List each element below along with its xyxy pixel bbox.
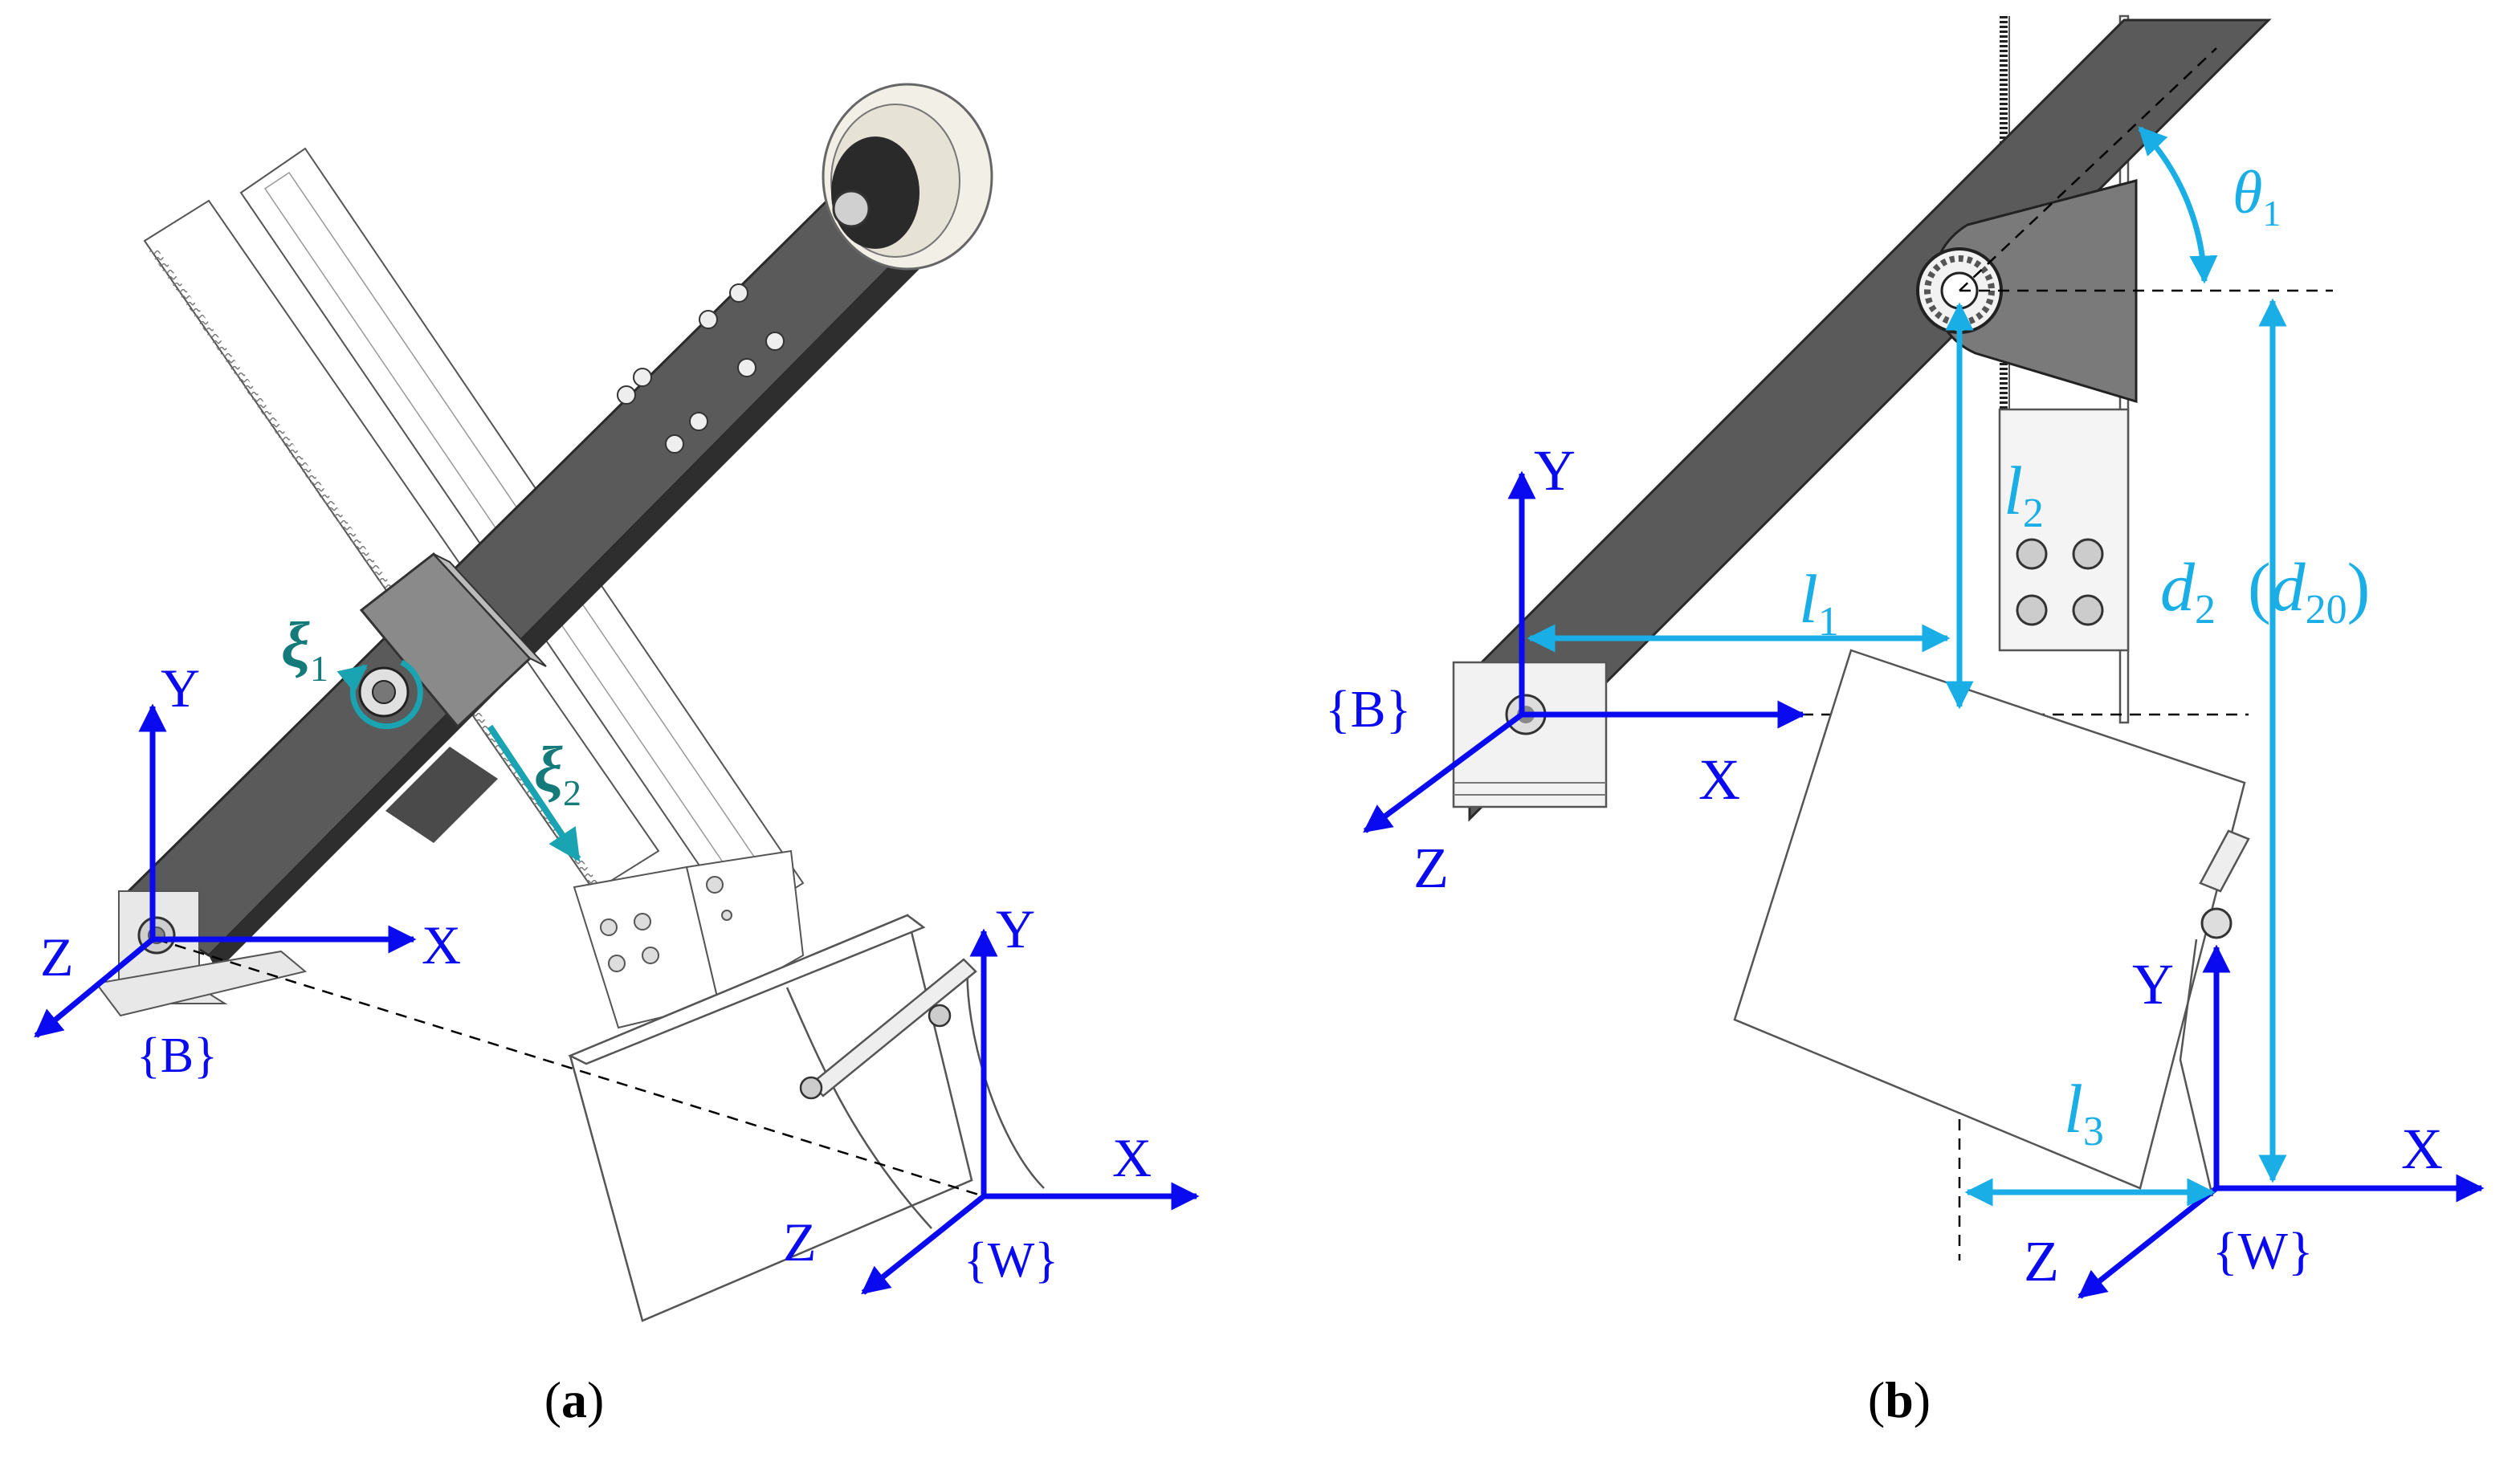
theta1-arc-arrow xyxy=(2138,126,2218,284)
world-frame-a-name: {W} xyxy=(964,1233,1058,1288)
base-frame-a-z-label: Z xyxy=(40,926,74,988)
theta1-subscript: 1 xyxy=(2262,193,2281,234)
base-frame-b-y-label: Y xyxy=(1534,438,1576,503)
d2-subscript: 2 xyxy=(2195,587,2216,633)
xi1-subscript: 1 xyxy=(310,648,328,689)
xi2-label: ξ2 xyxy=(534,735,581,813)
arm-axis-dashed-line xyxy=(1959,47,2217,291)
world-frame-a-x-label: X xyxy=(1112,1127,1152,1188)
panel-b: X Y Z {B} X Y Z {W} θ1 l1 xyxy=(1325,14,2485,1428)
d20-subscript: 20 xyxy=(2306,587,2347,633)
base-frame-a-y-label: Y xyxy=(161,658,200,719)
pulley xyxy=(822,83,993,271)
base-frame-b-z-label: Z xyxy=(1413,836,1449,900)
base-frame-b-z-axis xyxy=(1363,712,1524,833)
panel-a: X Y Z {B} X Y Z {W} ξ1 ξ2 (a) xyxy=(34,83,1200,1428)
panel-a-label: (a) xyxy=(544,1371,605,1428)
l1-symbol: l xyxy=(1799,560,1818,637)
world-frame-b-z-label: Z xyxy=(2024,1229,2059,1293)
bucket-b xyxy=(1733,649,2250,1197)
l3-symbol: l xyxy=(2064,1070,2083,1147)
b-to-w-dashed-line xyxy=(156,938,985,1198)
l2-subscript: 2 xyxy=(2023,491,2044,536)
world-frame-a-y-label: Y xyxy=(996,898,1035,959)
world-frame-b: X Y Z {W} xyxy=(2024,944,2485,1299)
theta1-symbol: θ xyxy=(2233,159,2262,226)
d2-symbol: d xyxy=(2160,548,2196,625)
l1-label: l1 xyxy=(1799,560,1839,645)
world-frame-a: X Y Z {W} xyxy=(783,898,1200,1295)
xi1-rotation-arrow xyxy=(336,659,423,730)
xi2-symbol: ξ xyxy=(534,735,563,805)
world-frame-b-x-label: X xyxy=(2401,1117,2443,1181)
bucket xyxy=(567,914,1045,1322)
base-frame-a: X Y Z {B} xyxy=(34,658,461,1083)
world-frame-b-y-label: Y xyxy=(2132,952,2174,1016)
d2-open-paren: ( xyxy=(2248,548,2271,625)
l3-label: l3 xyxy=(2064,1070,2104,1154)
base-frame-a-name: {B} xyxy=(137,1028,218,1083)
d20-symbol: d xyxy=(2271,548,2306,625)
world-frame-b-name: {W} xyxy=(2212,1222,2314,1281)
lower-bracket xyxy=(573,849,805,1029)
base-frame-b: X Y Z {B} xyxy=(1325,438,1806,900)
l1-subscript: 1 xyxy=(1818,599,1839,645)
world-frame-b-z-axis xyxy=(2078,1186,2219,1299)
base-frame-b-x-label: X xyxy=(1698,747,1740,812)
panel-b-label: (b) xyxy=(1868,1371,1931,1428)
xi1-label: ξ1 xyxy=(281,610,328,689)
l2-label: l2 xyxy=(2004,452,2044,536)
theta1-label: θ1 xyxy=(2233,159,2281,234)
world-frame-a-z-axis xyxy=(861,1194,986,1295)
base-frame-b-name: {B} xyxy=(1325,680,1411,739)
arm-bolts xyxy=(617,283,785,454)
xi2-subscript: 2 xyxy=(563,772,581,813)
xi2-translation-arrow xyxy=(487,724,581,862)
base-frame-a-x-label: X xyxy=(422,914,461,975)
l3-subscript: 3 xyxy=(2083,1109,2104,1154)
pivot-gusset xyxy=(358,552,547,729)
d2-close-paren: ) xyxy=(2347,548,2371,625)
l2-symbol: l xyxy=(2004,452,2023,529)
world-frame-a-z-label: Z xyxy=(783,1211,817,1273)
xi1-symbol: ξ xyxy=(281,610,310,681)
d2-label: d2(d20) xyxy=(2160,548,2370,633)
base-frame-a-z-axis xyxy=(34,937,155,1038)
main-arm xyxy=(118,183,924,971)
base-block-b xyxy=(1452,661,1608,808)
